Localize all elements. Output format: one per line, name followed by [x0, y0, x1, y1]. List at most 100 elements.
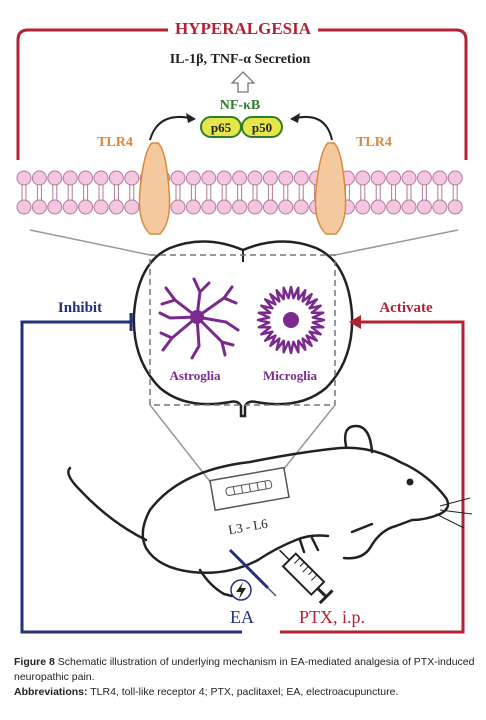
lipid-head — [262, 170, 278, 186]
lipid-head — [401, 170, 417, 186]
lipid-tail — [237, 185, 243, 200]
lipid-head — [31, 199, 47, 215]
mouse-illustration — [67, 424, 450, 598]
lipid-head — [355, 170, 371, 186]
caption-figure-text: Schematic illustration of underlying mec… — [14, 656, 475, 683]
lipid-head — [124, 170, 140, 186]
lipid-tail — [252, 185, 258, 200]
lipid-head — [232, 170, 248, 186]
lipid-head — [216, 170, 232, 186]
ea-needle — [228, 548, 270, 590]
lipid-tail — [129, 185, 135, 200]
caption-abbreviations-line: Abbreviations: TLR4, toll-like receptor … — [14, 685, 476, 700]
lipid-head — [447, 170, 463, 186]
hyperalgesia-loop — [16, 28, 468, 160]
lipid-head — [432, 199, 448, 215]
lipid-head — [262, 199, 278, 215]
lipid-tail — [283, 185, 289, 200]
lipid-tail — [175, 185, 181, 200]
lipid-head — [432, 170, 448, 186]
lipid-head — [232, 199, 248, 215]
spinal-cord-section — [132, 240, 354, 418]
lipid-tail — [437, 185, 443, 200]
lipid-tail — [206, 185, 212, 200]
astroglia-nucleus — [190, 310, 204, 324]
lipid-head — [201, 199, 217, 215]
lipid-head — [370, 199, 386, 215]
tlr4-right-signal-arrow — [295, 116, 333, 141]
activate-arrowhead-icon — [349, 315, 361, 329]
lipid-tail — [375, 185, 381, 200]
lipid-head — [216, 199, 232, 215]
ptx-label: PTX, i.p. — [299, 607, 365, 627]
lipid-tail — [52, 185, 58, 200]
lipid-head — [31, 170, 47, 186]
lipid-head — [247, 170, 263, 186]
lipid-head — [386, 199, 402, 215]
tlr4-left-signal-arrow — [149, 116, 191, 141]
lipid-tail — [67, 185, 73, 200]
lipid-head — [293, 199, 309, 215]
lipid-head — [16, 170, 32, 186]
microglia-label: Microglia — [263, 368, 317, 383]
lipid-tail — [113, 185, 119, 200]
lipid-head — [93, 170, 109, 186]
tlr4-left-label: TLR4 — [97, 135, 133, 150]
cell-membrane — [16, 170, 463, 215]
lipid-tail — [21, 185, 27, 200]
lipid-head — [170, 199, 186, 215]
caption-figure-label: Figure 8 — [14, 656, 55, 668]
lipid-head — [293, 170, 309, 186]
p65-label: p65 — [211, 120, 232, 135]
lipid-tail — [421, 185, 427, 200]
p50-label: p50 — [252, 120, 272, 135]
astroglia-label: Astroglia — [169, 368, 221, 383]
zoom-line-bottom-right — [282, 404, 336, 471]
lipid-tail — [98, 185, 104, 200]
caption-figure-line: Figure 8 Schematic illustration of under… — [14, 655, 476, 685]
figure-caption: Figure 8 Schematic illustration of under… — [14, 655, 476, 700]
zoom-line-top-right — [334, 229, 459, 256]
hyperalgesia-label: HYPERALGESIA — [175, 19, 312, 38]
lipid-head — [355, 199, 371, 215]
lipid-head — [386, 170, 402, 186]
lipid-head — [93, 199, 109, 215]
lipid-tail — [391, 185, 397, 200]
tlr4-right-arrowhead-icon — [290, 113, 300, 123]
lipid-tail — [221, 185, 227, 200]
lipid-head — [447, 199, 463, 215]
tlr4-right-receptor — [314, 142, 347, 235]
lipid-head — [108, 199, 124, 215]
lipid-head — [124, 199, 140, 215]
p50-subunit — [241, 116, 283, 138]
zoom-line-bottom-left — [149, 404, 213, 485]
lipid-head — [416, 199, 432, 215]
caption-abbr-text: TLR4, toll-like receptor 4; PTX, paclita… — [87, 686, 399, 698]
mouse-whiskers — [435, 497, 473, 529]
lipid-tail — [83, 185, 89, 200]
vertebrae-icon — [225, 480, 273, 496]
inhibit-pathway-line — [20, 320, 242, 634]
spine-level-label: L3 - L6 — [227, 516, 269, 538]
secretion-arrow-icon — [230, 71, 256, 93]
astroglia-cell-icon — [158, 277, 240, 360]
tlr4-left-receptor — [138, 142, 171, 235]
tlr4-right-label: TLR4 — [356, 135, 392, 150]
inhibit-label: Inhibit — [58, 300, 102, 316]
lipid-head — [47, 170, 63, 186]
hyperalgesia-label-bg — [168, 15, 318, 39]
lipid-head — [78, 170, 94, 186]
lipid-head — [416, 170, 432, 186]
zoom-line-top-left — [29, 229, 151, 256]
lightning-icon — [236, 582, 246, 599]
zoom-dashed-box — [149, 254, 336, 406]
syringe-icon — [278, 549, 334, 605]
lipid-head — [170, 170, 186, 186]
lipid-head — [47, 199, 63, 215]
lipid-head — [185, 170, 201, 186]
lipid-head — [62, 199, 78, 215]
microglia-nucleus — [283, 312, 299, 328]
lipid-head — [247, 199, 263, 215]
lipid-head — [62, 170, 78, 186]
